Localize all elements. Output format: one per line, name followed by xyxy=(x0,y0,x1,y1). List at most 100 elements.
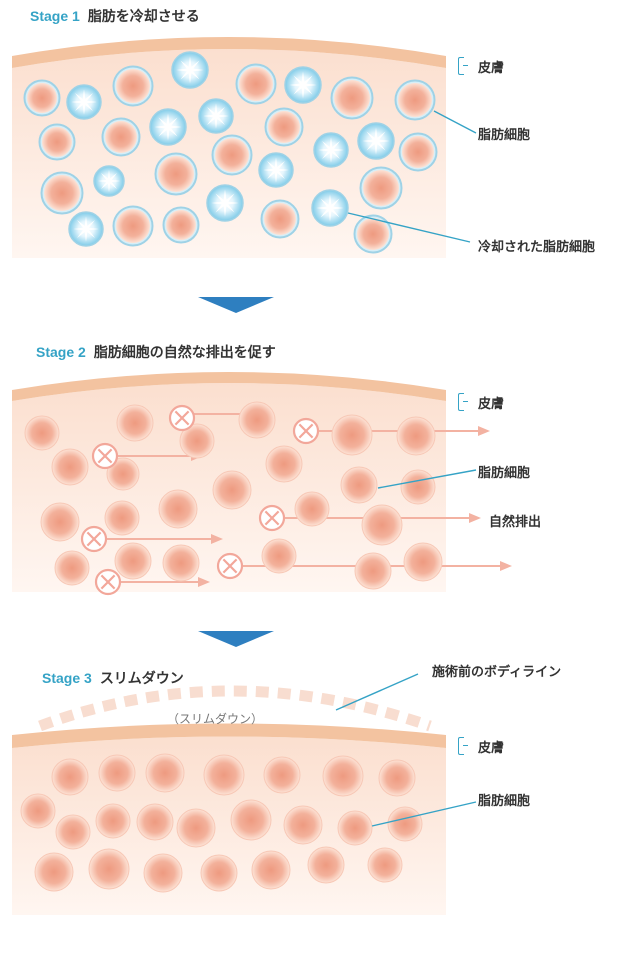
stage1-skin-label: 皮膚 xyxy=(478,61,505,76)
before-body-line xyxy=(38,685,432,732)
fat-cell xyxy=(116,69,150,103)
fat-cell xyxy=(334,80,370,116)
fat-cell xyxy=(42,127,72,157)
fat-cell xyxy=(51,448,89,486)
fat-cell xyxy=(403,542,443,582)
fat-cell xyxy=(20,793,56,829)
ice-sparkle xyxy=(71,89,97,115)
stage3-skin-bracket xyxy=(458,737,468,755)
ice-sparkle xyxy=(316,194,344,222)
fat-cell xyxy=(104,500,140,536)
fat-cell xyxy=(200,854,238,892)
fat-cell xyxy=(27,83,57,113)
fat-cell xyxy=(268,111,300,143)
ice-sparkle xyxy=(176,56,204,84)
fat-cell xyxy=(54,550,90,586)
fat-cell xyxy=(203,754,245,796)
cross-mark xyxy=(222,558,238,574)
stage1-fat-label: 脂肪細胞 xyxy=(478,128,531,143)
cross-mark xyxy=(174,410,190,426)
arrow-head xyxy=(500,561,512,571)
ice-sparkle xyxy=(211,189,239,217)
stage2-title: 脂肪細胞の自然な排出を促す xyxy=(93,345,276,361)
stage1-title: 脂肪を冷却させる xyxy=(87,9,200,25)
fat-cell xyxy=(116,209,150,243)
fat-cell xyxy=(116,404,154,442)
fat-cell xyxy=(179,423,215,459)
arrow-head xyxy=(211,534,223,544)
stage3-illustration xyxy=(12,673,477,915)
fat-cell xyxy=(354,552,392,590)
ice-sparkle xyxy=(97,169,121,193)
fat-cell xyxy=(162,544,200,582)
stage2-excrete-label: 自然排出 xyxy=(489,515,542,530)
fat-cell xyxy=(158,489,198,529)
fat-cell xyxy=(51,758,89,796)
skin-layer xyxy=(12,372,446,401)
fat-cell xyxy=(239,67,273,101)
skin-layer xyxy=(12,723,446,748)
fat-cell xyxy=(136,803,174,841)
ice-sparkle xyxy=(362,127,390,155)
leader-line xyxy=(377,469,477,489)
fat-cell xyxy=(158,156,194,192)
fat-cell xyxy=(40,502,80,542)
stage2-tag: Stage 2 xyxy=(36,344,86,360)
arrow-head xyxy=(469,513,481,523)
stage3-fat-label: 脂肪細胞 xyxy=(478,794,531,809)
stage2-fat-label: 脂肪細胞 xyxy=(478,466,531,481)
stage1-frozen-label: 冷却された脂肪細胞 xyxy=(478,240,596,255)
fat-cell xyxy=(400,469,436,505)
fat-cell xyxy=(105,121,137,153)
fat-cell xyxy=(95,803,131,839)
stage2-skin-bracket xyxy=(458,393,468,411)
fat-cell xyxy=(264,203,296,235)
cross-mark xyxy=(298,423,314,439)
leader-line xyxy=(371,801,477,827)
fat-cell xyxy=(114,542,152,580)
fat-cell xyxy=(322,755,364,797)
stage3-slim-label: （スリムダウン） xyxy=(167,712,264,726)
fat-cell xyxy=(396,416,436,456)
fat-cell xyxy=(230,799,272,841)
fat-cell xyxy=(44,175,80,211)
cross-mark xyxy=(86,531,102,547)
stage2-skin-label: 皮膚 xyxy=(478,397,505,412)
fat-cell xyxy=(34,852,74,892)
ice-sparkle xyxy=(263,157,289,183)
stage3-heading: Stage 3 スリムダウン xyxy=(42,668,184,688)
leader-line xyxy=(433,110,477,134)
ice-sparkle xyxy=(289,71,317,99)
cross-mark xyxy=(264,510,280,526)
cross-mark xyxy=(97,448,113,464)
fat-cell xyxy=(251,850,291,890)
fat-cell xyxy=(361,504,403,546)
fat-cell xyxy=(331,414,373,456)
fat-cell xyxy=(357,218,389,250)
ice-sparkle xyxy=(73,216,99,242)
stage2-illustration xyxy=(12,372,512,596)
stage3-tag: Stage 3 xyxy=(42,670,92,686)
fat-cell xyxy=(263,756,301,794)
fat-cell xyxy=(215,138,249,172)
fat-cell xyxy=(166,210,196,240)
stage2-to-stage3-arrow xyxy=(198,631,274,647)
fat-cell xyxy=(106,457,140,491)
stage1-heading: Stage 1 脂肪を冷却させる xyxy=(30,6,200,26)
stage2-heading: Stage 2 脂肪細胞の自然な排出を促す xyxy=(36,342,276,362)
fat-cell xyxy=(55,814,91,850)
leader-line xyxy=(335,673,419,711)
ice-sparkle xyxy=(318,137,344,163)
fat-cell xyxy=(143,853,183,893)
arrow-head xyxy=(198,577,210,587)
fat-cell xyxy=(98,754,136,792)
fat-cell xyxy=(363,170,399,206)
fat-cell xyxy=(24,415,60,451)
skin-layer xyxy=(12,37,446,68)
fat-cell xyxy=(387,806,423,842)
fat-cell xyxy=(238,401,276,439)
cross-mark xyxy=(100,574,116,590)
fat-cell xyxy=(283,805,323,845)
arrow-head xyxy=(478,426,490,436)
fat-cell xyxy=(145,753,185,793)
